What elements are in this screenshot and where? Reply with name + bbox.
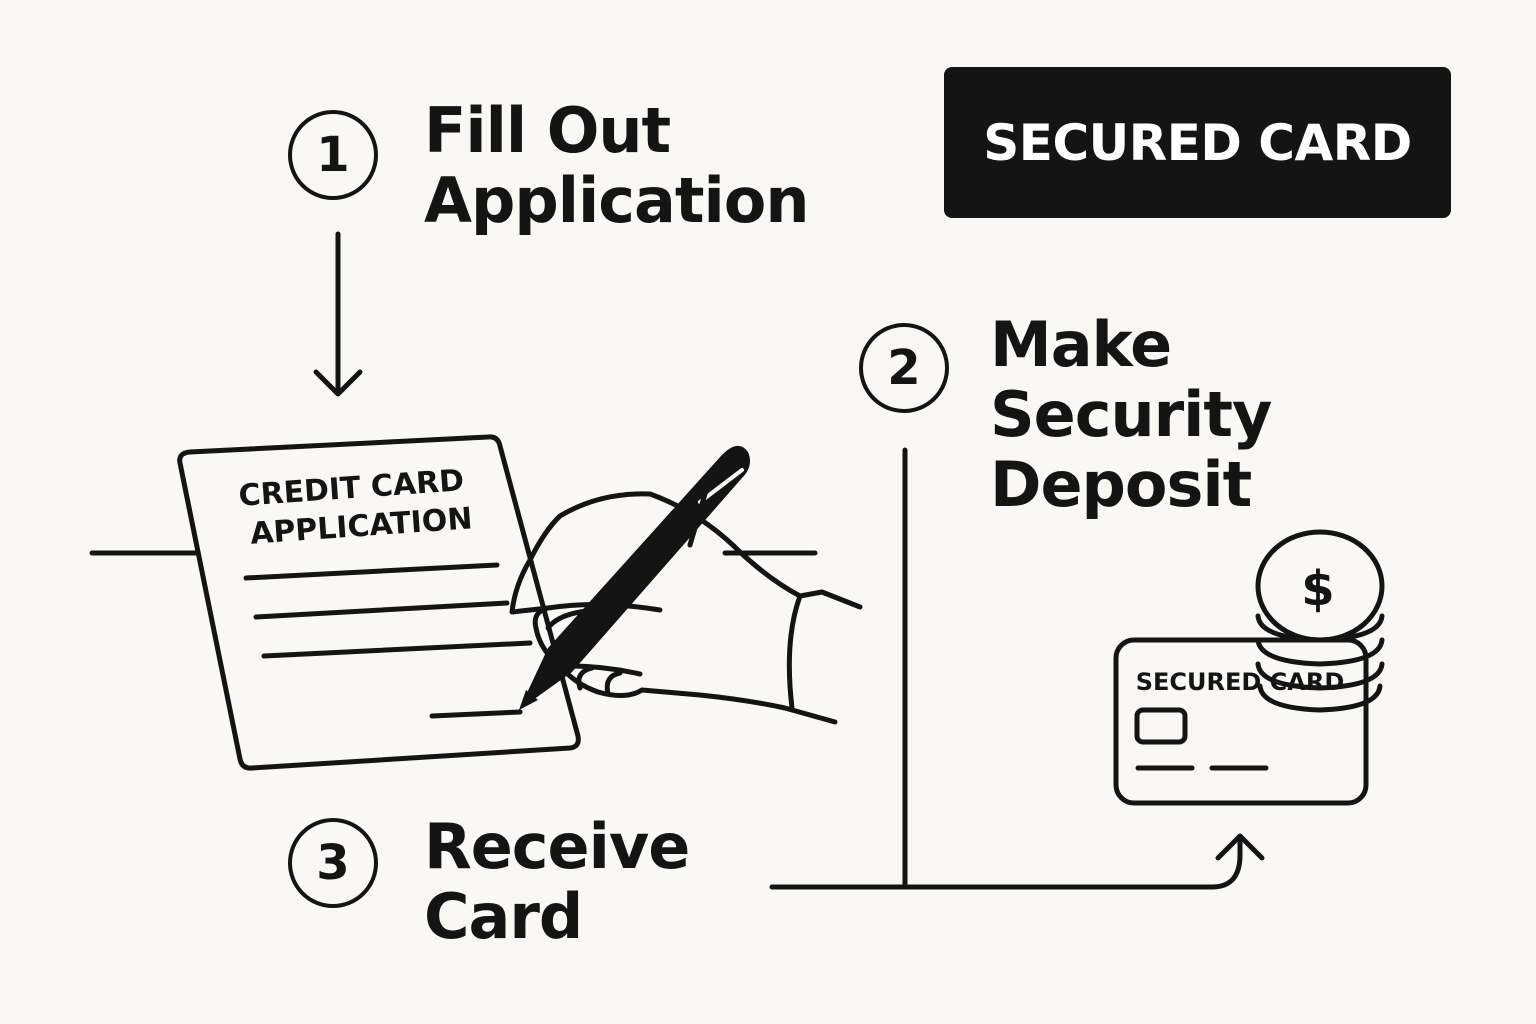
step-1-title-line: Fill Out [424, 94, 671, 167]
card-chip-icon [1134, 707, 1188, 745]
arrow-down-icon [313, 231, 363, 397]
step-2-title: Make Security Deposit [990, 308, 1272, 521]
step-1-number: 1 [288, 110, 378, 200]
step-2-number: 2 [859, 323, 949, 413]
form-line-2 [253, 600, 510, 620]
step-3-title-line: Receive [424, 810, 690, 883]
secured-card-badge: SECURED CARD [944, 67, 1451, 218]
step-3-number: 3 [288, 818, 378, 908]
step-2-title-line: Make [990, 308, 1172, 381]
flow-connector [769, 447, 1265, 890]
form-line-3 [261, 640, 533, 659]
secured-card: SECURED CARD [1113, 637, 1369, 806]
step-3-title: Receive Card [424, 810, 690, 953]
step-3-title-line: Card [424, 880, 583, 953]
arrow-up-icon [1215, 833, 1265, 861]
pen-icon [519, 445, 750, 710]
signature-line [429, 709, 523, 719]
dollar-icon: $ [1301, 561, 1334, 617]
application-form: CREDIT CARD APPLICATION [177, 434, 581, 771]
step-2-title-line: Deposit [990, 448, 1252, 521]
secured-card-label: SECURED CARD [1136, 668, 1345, 696]
form-line-1 [243, 562, 500, 581]
step-1-title: Fill Out Application [424, 94, 809, 237]
step-1-title-line: Application [424, 164, 809, 237]
step-2-title-line: Security [990, 378, 1272, 451]
